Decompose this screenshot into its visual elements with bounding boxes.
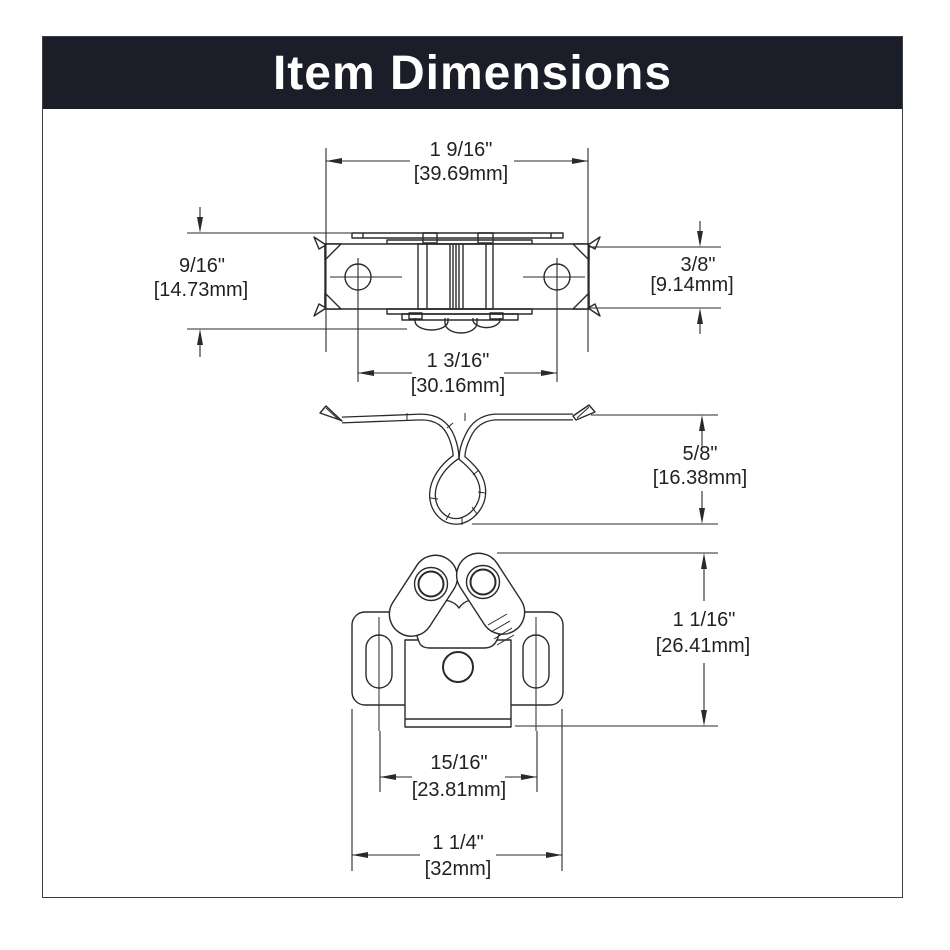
dimension-hole-spacing: 1 3/16" [30.16mm] (357, 258, 558, 397)
top-view-drawing (313, 232, 601, 334)
top-plate (351, 232, 564, 239)
dimension-top-width: 1 9/16" [39.69mm] (325, 139, 589, 352)
dim-base-width-inches: 1 1/4" (432, 832, 484, 854)
dim-left-height-mm: [14.73mm] (154, 279, 248, 301)
roller-right (472, 318, 501, 329)
dim-clip-height-inches: 5/8" (683, 443, 718, 465)
clip-tip-left (319, 405, 343, 422)
center-hole (442, 651, 474, 683)
dim-slot-spacing-inches: 15/16" (430, 752, 487, 774)
dimension-left-height: 9/16" [14.73mm] (154, 207, 407, 357)
dim-right-height-mm: [9.14mm] (650, 274, 733, 296)
dim-top-width-inches: 1 9/16" (430, 139, 493, 161)
spring-coil-hatch (487, 613, 515, 646)
dimension-right-height: 3/8" [9.14mm] (589, 221, 734, 334)
dimension-clip-height: 5/8" [16.38mm] (472, 414, 747, 525)
clip-tip-right (572, 404, 596, 421)
dim-front-height-mm: [26.41mm] (656, 635, 750, 657)
page-title: Item Dimensions (272, 46, 673, 100)
roller-hole-left (417, 570, 445, 598)
dim-base-width-mm: [32mm] (425, 858, 492, 880)
header-banner: Item Dimensions (43, 37, 902, 109)
dim-front-height-inches: 1 1/16" (673, 609, 736, 631)
side-view-drawing (319, 404, 596, 525)
dim-left-height-inches: 9/16" (179, 255, 225, 277)
dim-hole-spacing-mm: [30.16mm] (411, 375, 505, 397)
dim-top-width-mm: [39.69mm] (414, 163, 508, 185)
spring-band (341, 413, 573, 525)
roller-left (414, 318, 449, 331)
dimension-front-height: 1 1/16" [26.41mm] (497, 552, 750, 727)
roller-hole-right (469, 568, 497, 596)
dim-hole-spacing-inches: 1 3/16" (427, 350, 490, 372)
dimension-slot-spacing: 15/16" [23.81mm] (379, 731, 538, 801)
catch-housing (404, 639, 512, 728)
dim-right-height-inches: 3/8" (681, 254, 716, 276)
front-view-drawing (351, 552, 564, 731)
dim-slot-spacing-mm: [23.81mm] (412, 779, 506, 801)
dim-clip-height-mm: [16.38mm] (653, 467, 747, 489)
page-frame: Item Dimensions (42, 36, 903, 898)
dimension-base-width: 1 1/4" [32mm] (351, 709, 563, 880)
